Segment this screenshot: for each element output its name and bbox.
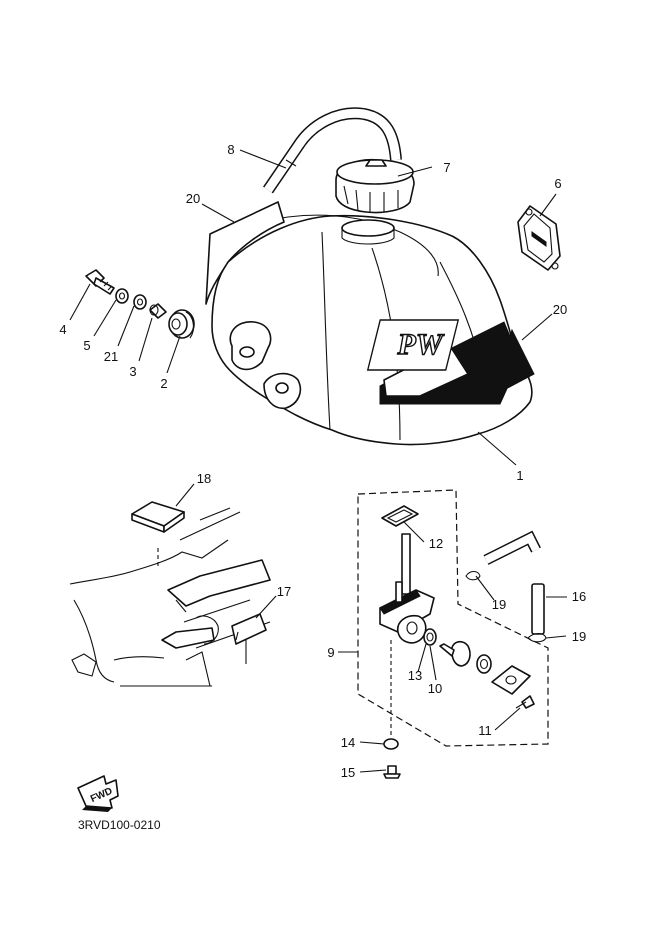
callout-17: 17 [277, 584, 291, 599]
fwd-arrow-icon: FWD [77, 775, 119, 812]
rubber-pad [231, 613, 267, 645]
spring-washer [133, 294, 147, 310]
callout-1: 1 [516, 468, 523, 483]
tank-logo: PW [366, 319, 460, 371]
callout-21: 21 [104, 349, 118, 364]
callout-15: 15 [341, 765, 355, 780]
callout-11: 11 [478, 723, 492, 738]
breather-hose [263, 107, 402, 194]
damper [168, 309, 195, 339]
callout-19-upper: 19 [492, 597, 506, 612]
seal-ring [476, 654, 492, 674]
svg-text:PW: PW [397, 328, 445, 361]
decal-left [205, 201, 285, 305]
fuel-cap [335, 158, 415, 214]
drain-screw [383, 765, 401, 779]
callout-7: 7 [443, 160, 450, 175]
nut [383, 738, 399, 750]
bolt [85, 269, 115, 295]
fuel-cock-gasket [381, 505, 419, 527]
callout-20-right: 20 [553, 302, 567, 317]
bracket-plate [517, 205, 561, 271]
callout-20-left: 20 [186, 191, 200, 206]
callout-3: 3 [129, 364, 136, 379]
callout-10: 10 [428, 681, 442, 696]
callout-14: 14 [341, 735, 355, 750]
fuel-cock [379, 533, 435, 738]
callout-13: 13 [408, 668, 422, 683]
lever [439, 640, 471, 667]
callout-4: 4 [59, 322, 66, 337]
callout-2: 2 [160, 376, 167, 391]
callout-6: 6 [554, 176, 561, 191]
fuel-hose [483, 530, 545, 635]
o-ring [423, 628, 437, 646]
diagram-code: 3RVD100-0210 [78, 818, 161, 832]
frame-detail [69, 507, 271, 687]
decal-right [499, 328, 535, 393]
callout-19-lower: 19 [572, 629, 586, 644]
callout-16: 16 [572, 589, 586, 604]
callout-18: 18 [197, 471, 211, 486]
seat-pad [131, 501, 185, 533]
plain-washer [115, 288, 129, 304]
leader-lines [69, 149, 567, 773]
screw [515, 695, 535, 709]
callout-8: 8 [227, 142, 234, 157]
callout-9: 9 [327, 645, 334, 660]
callout-5: 5 [83, 338, 90, 353]
callout-12: 12 [429, 536, 443, 551]
fuel-cock-group-outline [357, 489, 549, 747]
cover-plate [491, 665, 531, 695]
collar [149, 303, 167, 319]
fuel-tank: PW [211, 214, 533, 446]
hose-clip-upper [465, 570, 481, 581]
callout-labels: 1 2 3 4 5 6 7 8 9 10 11 12 13 14 15 16 1… [59, 142, 586, 780]
